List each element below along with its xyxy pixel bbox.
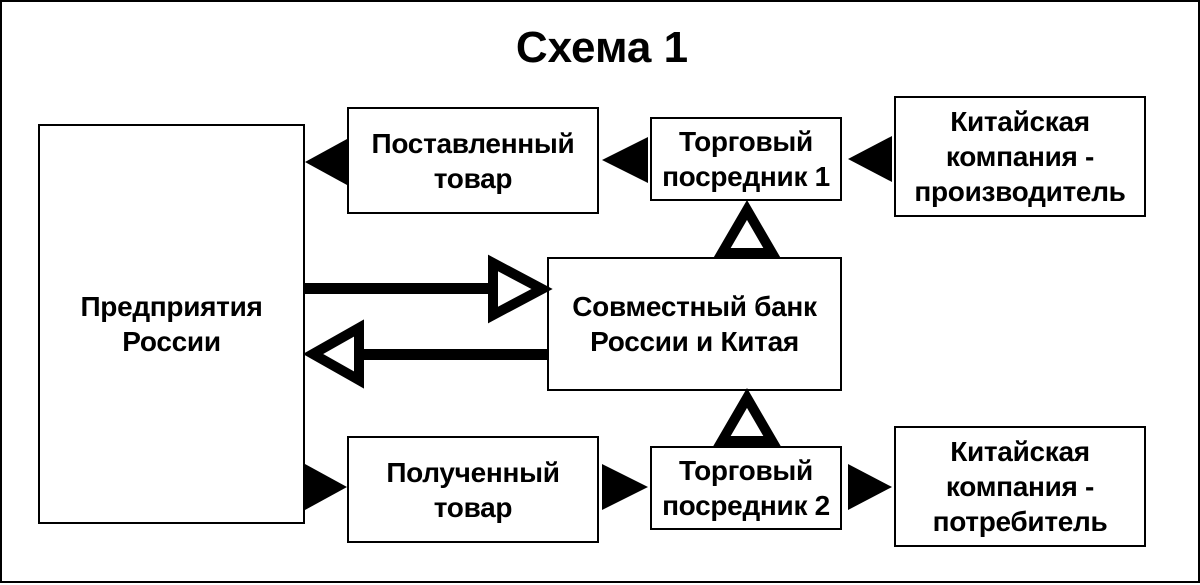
line-enterprises-to-bank — [304, 283, 494, 294]
arrowhead-to-intermediary-1 — [848, 136, 892, 182]
arrowhead-bank-to-intermediary-1 — [713, 200, 781, 258]
arrowhead-to-delivered-goods — [602, 137, 648, 183]
arrowhead-bank-to-enterprises — [302, 319, 364, 389]
node-chinese-consumer: Китайская компания - потребитель — [894, 426, 1146, 547]
node-received-goods: Полученный товар — [347, 436, 599, 543]
arrowhead-intermediary-2-to-bank — [713, 388, 781, 446]
node-enterprises-russia: Предприятия России — [38, 124, 305, 524]
arrowhead-to-chinese-consumer — [848, 464, 892, 510]
line-bank-to-enterprises — [354, 349, 548, 360]
node-joint-bank: Совместный банк России и Китая — [547, 257, 842, 391]
node-trade-intermediary-1: Торговый посредник 1 — [650, 117, 842, 201]
arrowhead-to-enterprises — [305, 139, 347, 185]
arrowhead-to-received-goods — [305, 464, 347, 510]
node-delivered-goods: Поставленный товар — [347, 107, 599, 214]
node-trade-intermediary-2: Торговый посредник 2 — [650, 446, 842, 530]
arrowhead-enterprises-to-bank — [488, 254, 553, 324]
arrowhead-to-intermediary-2 — [602, 464, 648, 510]
node-chinese-producer: Китайская компания - производитель — [894, 96, 1146, 217]
diagram-title: Схема 1 — [515, 23, 689, 72]
